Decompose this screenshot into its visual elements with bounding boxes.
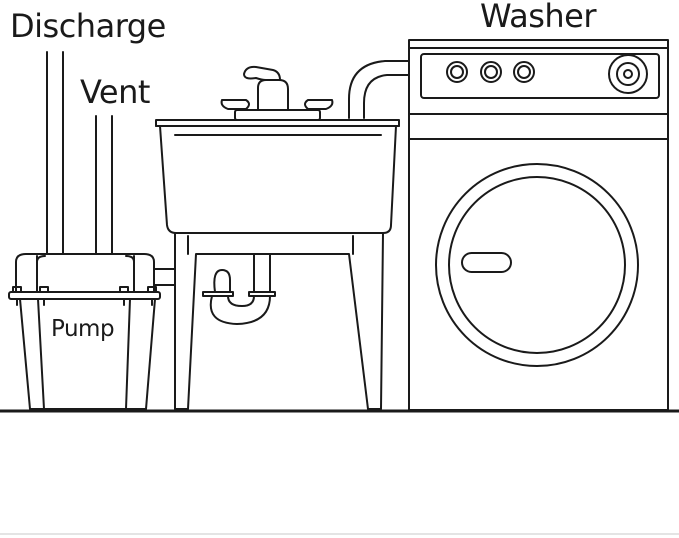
washing-machine	[408, 39, 669, 411]
faucet	[220, 65, 334, 121]
sink-drain-pipe	[153, 254, 276, 325]
pump-unit	[8, 253, 161, 410]
vent-pipe	[95, 115, 113, 255]
utility-sink	[155, 119, 400, 410]
pump-label: Pump	[51, 316, 115, 342]
vent-label: Vent	[80, 73, 150, 111]
bottom-divider	[0, 533, 679, 535]
discharge-label: Discharge	[10, 7, 166, 45]
washer-hose	[348, 60, 410, 119]
discharge-pipe	[46, 51, 64, 255]
washer-label: Washer	[480, 0, 597, 35]
